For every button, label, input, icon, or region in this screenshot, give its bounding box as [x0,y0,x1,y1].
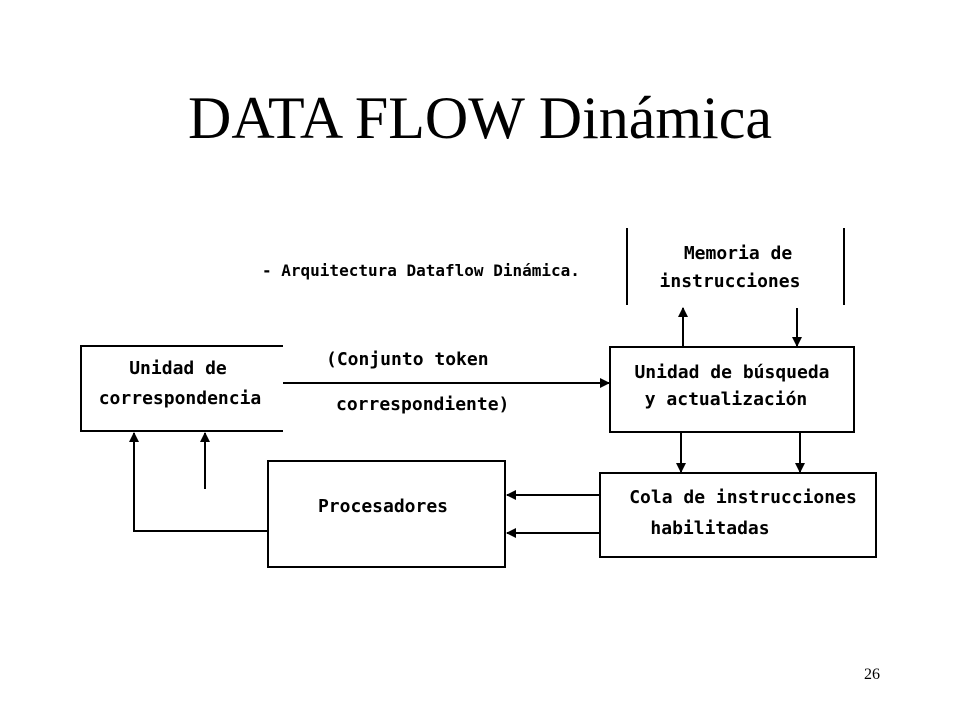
token-label-line2: correspondiente) [336,394,509,415]
enabled-instruction-queue-label-line2: habilitadas [650,518,769,539]
fetch-update-unit: Unidad de búsqueda y actualización [609,346,855,433]
enabled-instruction-queue: Cola de instrucciones habilitadas [599,472,877,558]
processors: Procesadores [267,460,506,568]
fetch-update-unit-label-line1: Unidad de búsqueda [634,362,829,383]
processors-feedback-arrow [129,432,268,532]
fetch-update-unit-label-line2: y actualización [645,389,808,410]
slide-title: DATA FLOW Dinámica [187,85,772,151]
instruction-memory-label-line1: Memoria de [684,243,793,264]
matching-unit-label-line1: Unidad de [129,358,227,379]
enabled-instruction-queue-label-line1: Cola de instrucciones [629,487,857,508]
token-label-line1: (Conjunto token [326,349,489,370]
page-number: 26 [864,666,880,683]
diagram-caption: - Arquitectura Dataflow Dinámica. [262,261,580,280]
instruction-memory-label-line2: instrucciones [660,271,801,292]
matching-unit: Unidad de correspondencia [80,345,283,432]
instruction-memory: Memoria de instrucciones [626,228,845,305]
processors-label: Procesadores [318,496,448,517]
matching-unit-label-line2: correspondencia [99,388,262,409]
